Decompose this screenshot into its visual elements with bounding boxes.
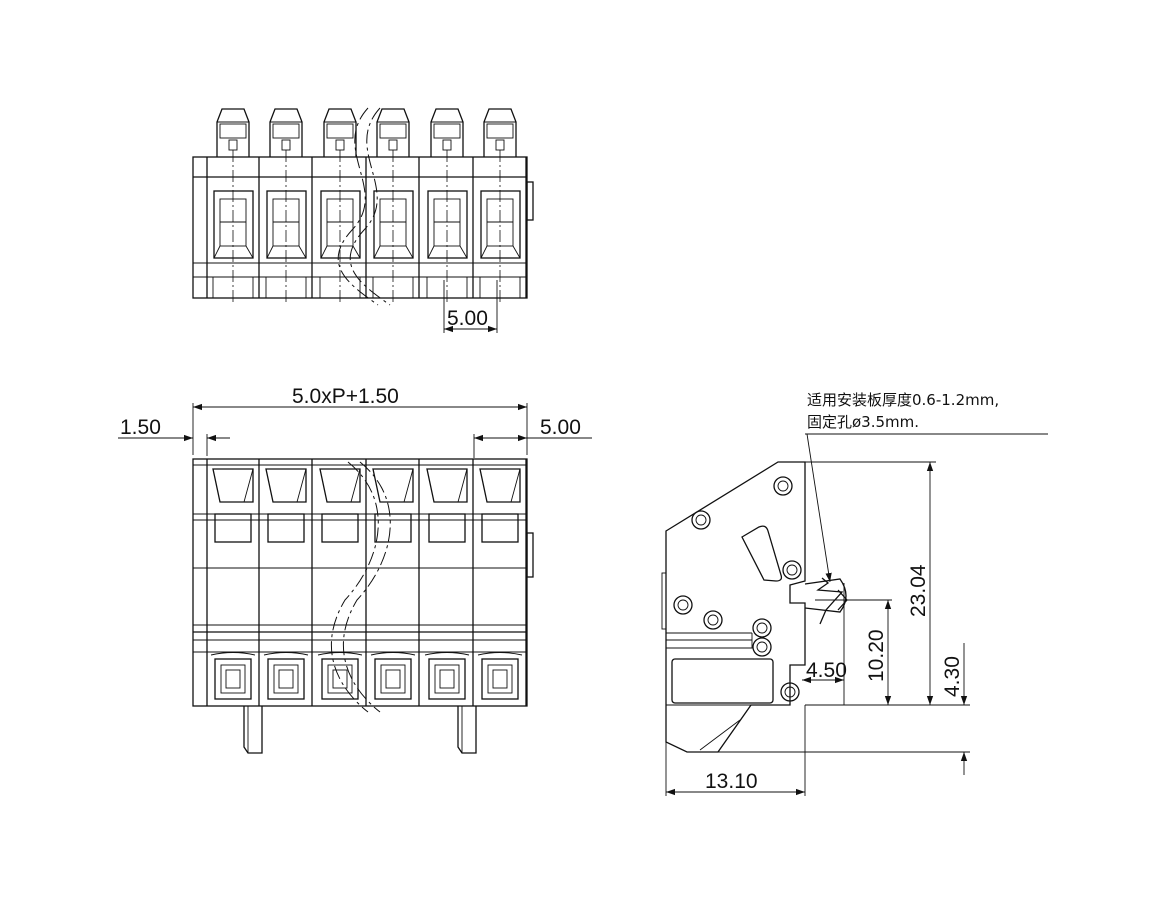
pin-pad	[321, 658, 359, 700]
screw-boss	[673, 595, 693, 615]
release-window	[321, 513, 359, 543]
break-line	[330, 461, 379, 713]
release-window	[374, 513, 412, 543]
dim-front-total: 5.0xP+1.50	[292, 385, 399, 408]
break-line	[342, 461, 391, 713]
front-view: 5.0xP+1.50 1.50 5.00	[118, 385, 592, 754]
pin-pad	[267, 658, 305, 700]
release-tab	[269, 108, 303, 157]
screw-boss	[782, 560, 802, 580]
pin-pad	[374, 658, 412, 700]
pin-pad	[428, 658, 466, 700]
dim-side-hole-offset: 4.50	[806, 659, 847, 682]
release-window	[481, 513, 519, 543]
dim-front-left: 1.50	[120, 416, 161, 439]
release-tab	[430, 108, 464, 157]
dim-side-hole-height: 10.20	[865, 629, 888, 682]
release-tab	[323, 108, 357, 157]
wire-funnel	[265, 468, 307, 503]
wire-funnel	[479, 468, 521, 503]
pin-pad	[214, 658, 252, 700]
wire-funnel	[212, 468, 254, 503]
wire-entry	[373, 190, 414, 259]
wire-funnel	[372, 468, 414, 503]
screw-boss	[703, 610, 723, 630]
release-tab	[216, 108, 250, 157]
top-view: 5.00	[192, 107, 534, 333]
break-line	[349, 107, 391, 306]
mounting-note-line1: 适用安装板厚度0.6-1.2mm,	[807, 391, 999, 409]
dim-front-right: 5.00	[540, 416, 581, 439]
break-line	[337, 107, 379, 306]
screw-boss	[780, 682, 800, 702]
screw-boss	[691, 510, 711, 530]
pin-pad	[481, 658, 519, 700]
screw-boss	[752, 637, 772, 657]
release-tab	[483, 108, 517, 157]
dim-side-depth: 13.10	[705, 770, 758, 793]
mounting-note-line2: 固定孔ø3.5mm.	[807, 413, 919, 431]
wire-funnel	[426, 468, 468, 503]
dim-side-height: 23.04	[907, 564, 930, 617]
side-view: 适用安装板厚度0.6-1.2mm, 固定孔ø3.5mm. 23.04 10.20…	[661, 391, 1048, 796]
release-window	[267, 513, 305, 543]
wire-entry	[266, 190, 307, 259]
wire-entry	[213, 190, 254, 259]
release-window	[214, 513, 252, 543]
screw-boss	[752, 618, 772, 638]
wire-entry	[320, 190, 361, 259]
wire-funnel	[319, 468, 361, 503]
release-window	[428, 513, 466, 543]
dim-side-pin: 4.30	[941, 656, 964, 697]
screw-boss	[773, 476, 793, 496]
release-tab	[376, 108, 410, 157]
wire-entry	[427, 190, 468, 259]
wire-entry	[480, 190, 521, 259]
dim-top-pitch: 5.00	[447, 307, 488, 330]
